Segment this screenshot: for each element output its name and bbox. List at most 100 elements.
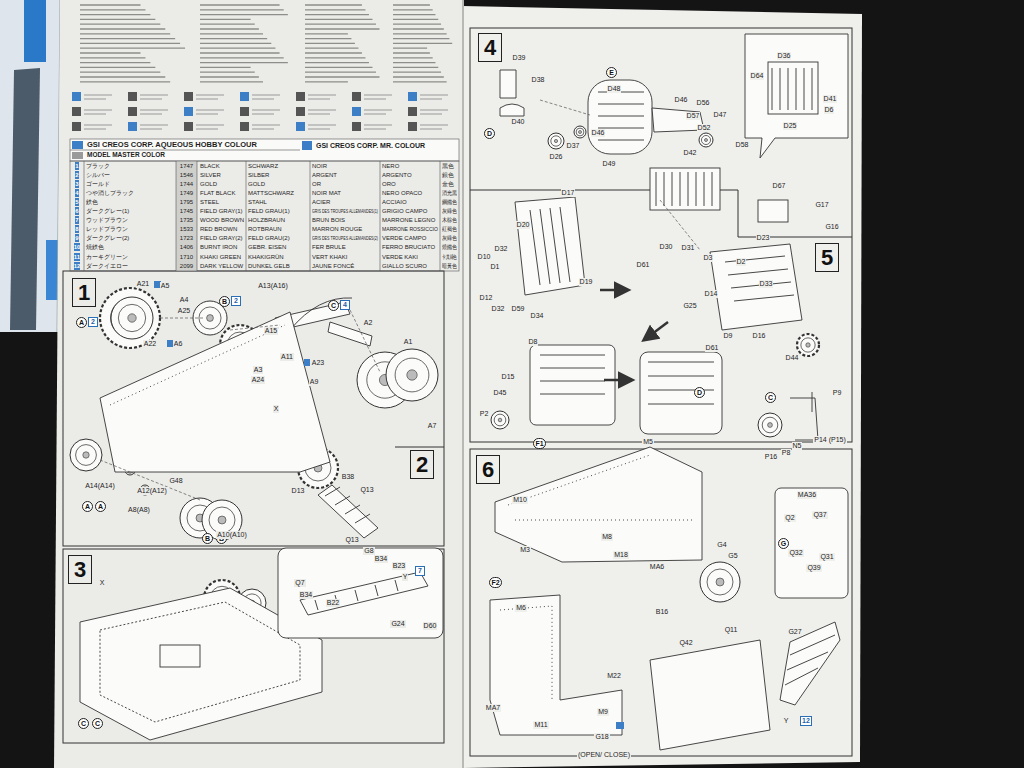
fine-print [305, 81, 348, 82]
instruction-icon [352, 92, 361, 101]
table-cell: ARGENT [312, 171, 337, 179]
table-cell: ダークイエロー [86, 262, 128, 270]
table-cell: 12 [74, 262, 81, 270]
table-cell: 3 [75, 180, 78, 188]
part-number: A21 [136, 280, 150, 288]
sub-assembly-mark: B [219, 296, 230, 307]
part-number: Q11 [724, 626, 739, 634]
instruction-icon [352, 122, 361, 131]
part-number: D56 [696, 99, 711, 107]
table-cell: 燒鐵色 [442, 243, 457, 251]
part-number: B16 [655, 608, 669, 616]
part-number: B23 [392, 562, 406, 570]
table-cell: KHAKIGRÜN [248, 253, 284, 261]
part-number: G18 [594, 733, 609, 741]
part-number: X [273, 405, 280, 413]
table-cell: 1744 [180, 180, 193, 188]
table-cell: NOIR [312, 162, 327, 170]
table-cell: 灰綠色 [442, 234, 457, 242]
part-number: D59 [511, 305, 526, 313]
part-number: A5 [160, 282, 171, 290]
fine-print [196, 129, 218, 130]
fine-print [420, 95, 448, 96]
table-cell: FERRO BRUCIATO [382, 243, 435, 251]
fine-print [305, 43, 355, 44]
table-cell: ダークグレー(2) [86, 234, 129, 242]
part-number: D46 [591, 129, 606, 137]
fine-print [252, 129, 274, 130]
part-number: Y [402, 573, 409, 581]
instruction-icon [72, 107, 81, 116]
sub-assembly-mark: F2 [489, 577, 502, 588]
table-cell: STEEL [200, 198, 219, 206]
fine-print [200, 14, 288, 15]
table-cell: 1546 [180, 171, 193, 179]
sub-assembly-mark: C [78, 718, 89, 729]
step-number: 2 [410, 450, 434, 479]
table-cell: つや消しブラック [86, 189, 134, 197]
table-cell: 1406 [180, 243, 193, 251]
fine-print [252, 114, 274, 115]
mark-text: C [95, 720, 100, 728]
step-frames [63, 28, 852, 756]
fine-print [305, 52, 362, 53]
part-number: Q32 [788, 549, 803, 557]
table-cell: NERO OPACO [382, 189, 422, 197]
table-cell: 1723 [180, 234, 193, 242]
fine-print [80, 62, 150, 63]
part-number: D10 [477, 253, 492, 261]
part-number: P9 [832, 389, 843, 397]
table-cell: FLAT BLACK [200, 189, 235, 197]
mark-text: 4 [343, 301, 347, 309]
part-number: A2 [363, 319, 374, 327]
table-cell: JAUNE FONCÉ [312, 262, 354, 270]
fine-print [393, 28, 444, 29]
mark-text: 7 [418, 567, 422, 575]
part-number: A3 [253, 366, 264, 374]
table-cell: DARK YELLOW [200, 262, 243, 270]
part-number: G16 [824, 223, 839, 231]
fine-print [200, 52, 280, 53]
mark-text: B [205, 535, 210, 543]
fine-print [84, 125, 112, 126]
table-cell: KHAKI GREEN [200, 253, 241, 261]
table-cell: 卡其綠色 [442, 253, 457, 261]
step-number: 4 [478, 33, 502, 62]
road-wheel [70, 439, 102, 471]
part-number: G27 [787, 628, 802, 636]
table-cell: 鋼鐵色 [442, 198, 457, 206]
mark-text: C [331, 302, 336, 310]
step-arrows [600, 290, 668, 380]
table-cell: ORO [382, 180, 396, 188]
fine-print [305, 14, 369, 15]
fine-print [393, 81, 447, 82]
table-cell: GEBR. EISEN [248, 243, 286, 251]
fine-print [200, 48, 275, 49]
part-number: Q13 [344, 536, 359, 544]
table-cell: 2 [75, 171, 78, 179]
instruction-icon [240, 107, 249, 116]
road-wheel [700, 562, 740, 602]
page-fold [462, 0, 464, 768]
fine-print [84, 114, 106, 115]
part-number: G24 [390, 620, 405, 628]
part-number: MA7 [485, 704, 501, 712]
part-number: D33 [759, 280, 774, 288]
table-cell: SILVER [200, 171, 221, 179]
fine-print [393, 67, 438, 68]
paint-code: 7 [415, 566, 425, 576]
table-cell: HOLZBRAUN [248, 216, 285, 224]
sprocket-wheel [797, 334, 819, 356]
fine-print [420, 110, 448, 111]
fine-print [308, 95, 336, 96]
sub-assembly-mark: E [606, 67, 617, 78]
part-number: D42 [683, 149, 698, 157]
fine-print [364, 129, 386, 130]
fine-print [80, 52, 141, 53]
instruction-icon [240, 122, 249, 131]
part-number: A10(A10) [216, 531, 248, 539]
fine-print [393, 62, 435, 63]
part-number: A4 [179, 296, 190, 304]
instruction-icon [72, 92, 81, 101]
fine-print [305, 9, 365, 10]
